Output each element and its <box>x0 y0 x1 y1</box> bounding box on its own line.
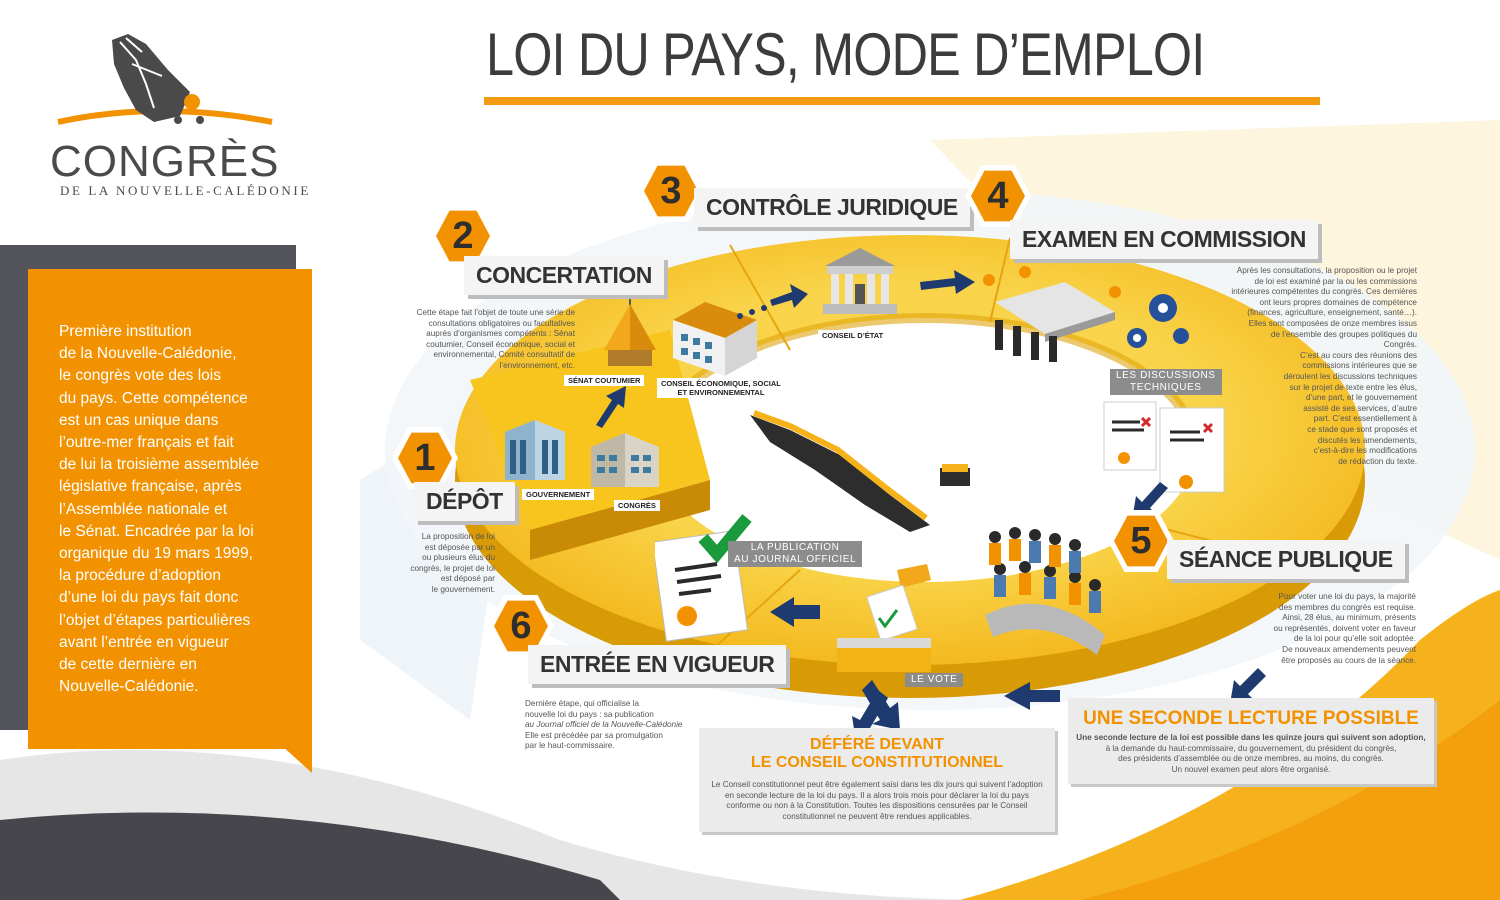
vote-tag: LE VOTE <box>905 673 964 687</box>
intro-line: législative française, après <box>59 478 242 496</box>
logo-name: CONGRÈS <box>50 137 280 186</box>
cese-tag: CONSEIL ÉCONOMIQUE, SOCIAL ET ENVIRONNEM… <box>657 378 785 398</box>
congres-building-icon <box>591 433 659 487</box>
arrow-seconde-vote <box>1004 682 1060 710</box>
step-1-label: DÉPÔT <box>414 482 515 521</box>
intro-line: Nouvelle-Calédonie. <box>59 678 199 696</box>
arrow-3-4 <box>920 270 975 294</box>
publication-document-icon <box>655 514 752 642</box>
intro-line: organique du 19 mars 1999, <box>59 545 253 563</box>
step-4-number: 4 <box>971 170 1025 222</box>
seconde-lecture-title: UNE SECONDE LECTURE POSSIBLE <box>1083 708 1419 729</box>
arrow-1-2 <box>596 386 626 428</box>
step-5-label: SÉANCE PUBLIQUE <box>1167 540 1405 579</box>
logo-subtitle: DE LA NOUVELLE-CALÉDONIE <box>60 183 311 198</box>
arrow-5-seconde <box>1230 668 1266 704</box>
senat-tag: SÉNAT COUTUMIER <box>564 375 645 386</box>
step-4-label: EXAMEN EN COMMISSION <box>1010 220 1318 259</box>
step-1-description: La proposition de loi est déposée par un… <box>410 532 495 594</box>
step-5-number: 5 <box>1114 515 1168 567</box>
intro-line: de lui la troisième assemblée <box>59 456 259 474</box>
arrow-2-3 <box>770 284 808 308</box>
congres-tag: CONGRÈS <box>614 500 660 511</box>
gears-icon <box>1127 294 1189 348</box>
gouvernement-tag: GOUVERNEMENT <box>522 489 595 500</box>
conseil-text: Le Conseil constitutionnel peut être éga… <box>711 780 1043 821</box>
intro-line: du pays. Cette compétence <box>59 389 248 407</box>
page-title: LOI DU PAYS, MODE D’EMPLOI <box>486 21 1205 88</box>
intro-line: Première institution <box>59 323 192 340</box>
title-underline <box>484 97 1320 105</box>
conseil-constitutionnel-box: DÉFÉRÉ DEVANT LE CONSEIL CONSTITUTIONNEL… <box>699 728 1055 832</box>
intro-line: le congrès vote des lois <box>59 367 221 385</box>
conseil-title-1: DÉFÉRÉ DEVANT <box>810 736 944 753</box>
commission-table-icon <box>983 266 1121 362</box>
intro-line: avant l’entrée en vigueur <box>59 633 229 651</box>
ballot-box-icon <box>837 564 931 672</box>
discussions-tag: LES DISCUSSIONS TECHNIQUES <box>1110 369 1222 395</box>
gouvernement-building-icon <box>505 420 565 480</box>
intro-line: de la Nouvelle-Calédonie, <box>59 345 237 363</box>
intro-line: l’objet d’étapes particulières <box>59 611 251 629</box>
intro-line: d’une loi du pays fait donc <box>59 589 239 607</box>
step-3-label: CONTRÔLE JURIDIQUE <box>694 188 970 227</box>
conseil-etat-building-icon <box>823 248 897 314</box>
step-4-description: Après les consultations, la proposition … <box>1231 266 1417 466</box>
documents-icon <box>1103 401 1225 493</box>
step-6-description: Dernière étape, qui officialise la nouve… <box>525 699 683 751</box>
assembly-people-icon <box>985 527 1105 655</box>
intro-line: le Sénat. Encadrée par la loi <box>59 522 254 540</box>
shell-logo-icon <box>57 34 273 125</box>
intro-panel-tail <box>270 735 312 773</box>
intro-line: la procédure d’adoption <box>59 567 222 585</box>
step-2-number: 2 <box>436 210 490 262</box>
publication-tag: LA PUBLICATION AU JOURNAL OFFICIEL <box>728 541 863 567</box>
intro-line: de cette dernière en <box>59 656 197 674</box>
step-6-label: ENTRÉE EN VIGUEUR <box>528 645 787 684</box>
intro-text: Première institution de la Nouvelle-Calé… <box>59 321 299 698</box>
senat-hut-icon <box>604 292 656 366</box>
intro-panel <box>28 269 312 749</box>
step-2-description: Cette étape fait l’objet de toute une sé… <box>416 308 575 370</box>
cese-building-icon <box>673 302 757 376</box>
intro-line: est un cas unique dans <box>59 411 219 429</box>
arrow-vote-6 <box>770 597 820 627</box>
seconde-lecture-text: Une seconde lecture de la loi est possib… <box>1076 733 1426 774</box>
step-2-label: CONCERTATION <box>464 256 664 295</box>
step-3-number: 3 <box>644 165 698 217</box>
seconde-lecture-box: UNE SECONDE LECTURE POSSIBLE Une seconde… <box>1068 698 1434 784</box>
step-5-description: Pour voter une loi du pays, la majorité … <box>1273 592 1416 665</box>
conseil-etat-tag: CONSEIL D’ÉTAT <box>818 330 888 341</box>
intro-line: l’Assemblée nationale et <box>59 500 228 518</box>
step-6-number: 6 <box>494 600 548 652</box>
conseil-title-2: LE CONSEIL CONSTITUTIONNEL <box>750 754 1004 771</box>
intro-line: l’outre-mer français et fait <box>59 434 234 452</box>
